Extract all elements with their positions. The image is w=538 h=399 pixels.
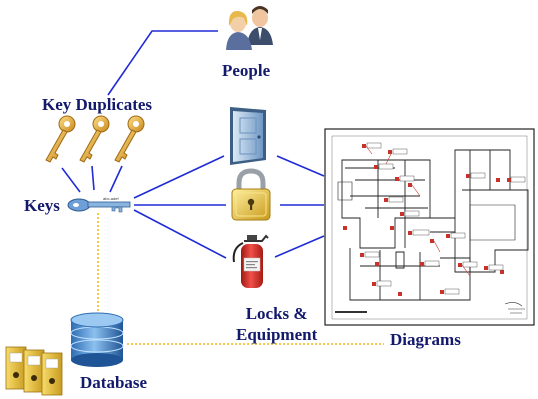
label-people: People <box>222 61 271 80</box>
connector-extinguisher <box>133 209 227 259</box>
binder-folders-icon <box>5 346 63 396</box>
label-database: Database <box>80 373 148 392</box>
connector-dup-1 <box>61 167 81 193</box>
door-icon <box>230 107 266 165</box>
label-key-duplicates: Key Duplicates <box>42 95 153 114</box>
dotted-links <box>97 213 384 345</box>
connector-dup-2 <box>91 165 95 191</box>
blue-key-icon: abc-adef <box>67 196 131 213</box>
people-icon <box>226 6 273 50</box>
connector-lines <box>61 30 325 259</box>
label-diagrams: Diagrams <box>390 330 461 349</box>
connector-people <box>107 30 218 96</box>
label-locks-equipment: Locks & Equipment <box>236 303 317 345</box>
fire-extinguisher-icon <box>232 234 269 288</box>
connector-door-diagram <box>276 155 325 177</box>
padlock-icon <box>231 168 271 221</box>
label-locks-line2: Equipment <box>236 325 318 344</box>
floor-plan-diagram <box>324 128 535 326</box>
label-keys: Keys <box>24 196 60 215</box>
svg-text:abc-adef: abc-adef <box>103 196 119 201</box>
connector-door <box>133 155 225 199</box>
connector-dup-3 <box>109 165 123 193</box>
connector-extinguisher-diagram <box>274 235 325 258</box>
database-icon <box>70 312 124 367</box>
label-locks-line1: Locks & <box>245 304 308 323</box>
gold-key-icon <box>45 115 145 163</box>
